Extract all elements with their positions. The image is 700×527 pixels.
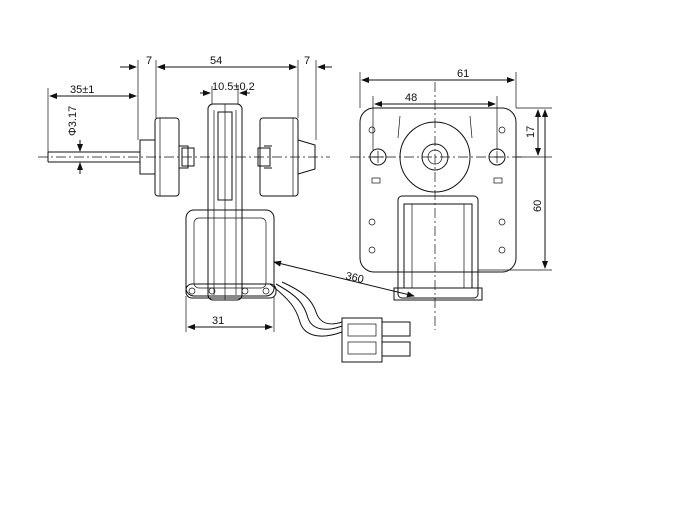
dim-center-width: 10.5±0.2 [212, 81, 255, 93]
dim-hole-spacing: 48 [405, 92, 417, 104]
dimension-lines [47, 60, 552, 332]
dim-overall-height: 60 [532, 200, 544, 212]
dim-left-flange: 7 [146, 55, 152, 67]
dim-base-width: 31 [212, 315, 224, 327]
dim-shaft-diameter: Φ3.17 [67, 106, 79, 136]
dim-shaft-length: 35±1 [70, 84, 94, 96]
side-view [350, 82, 525, 330]
dim-lead-length: 360 [344, 270, 365, 286]
dim-right-flange: 7 [304, 55, 310, 67]
dim-overall-width: 61 [457, 68, 469, 80]
dim-body-width: 54 [210, 55, 222, 67]
dim-top-offset: 17 [525, 126, 537, 138]
